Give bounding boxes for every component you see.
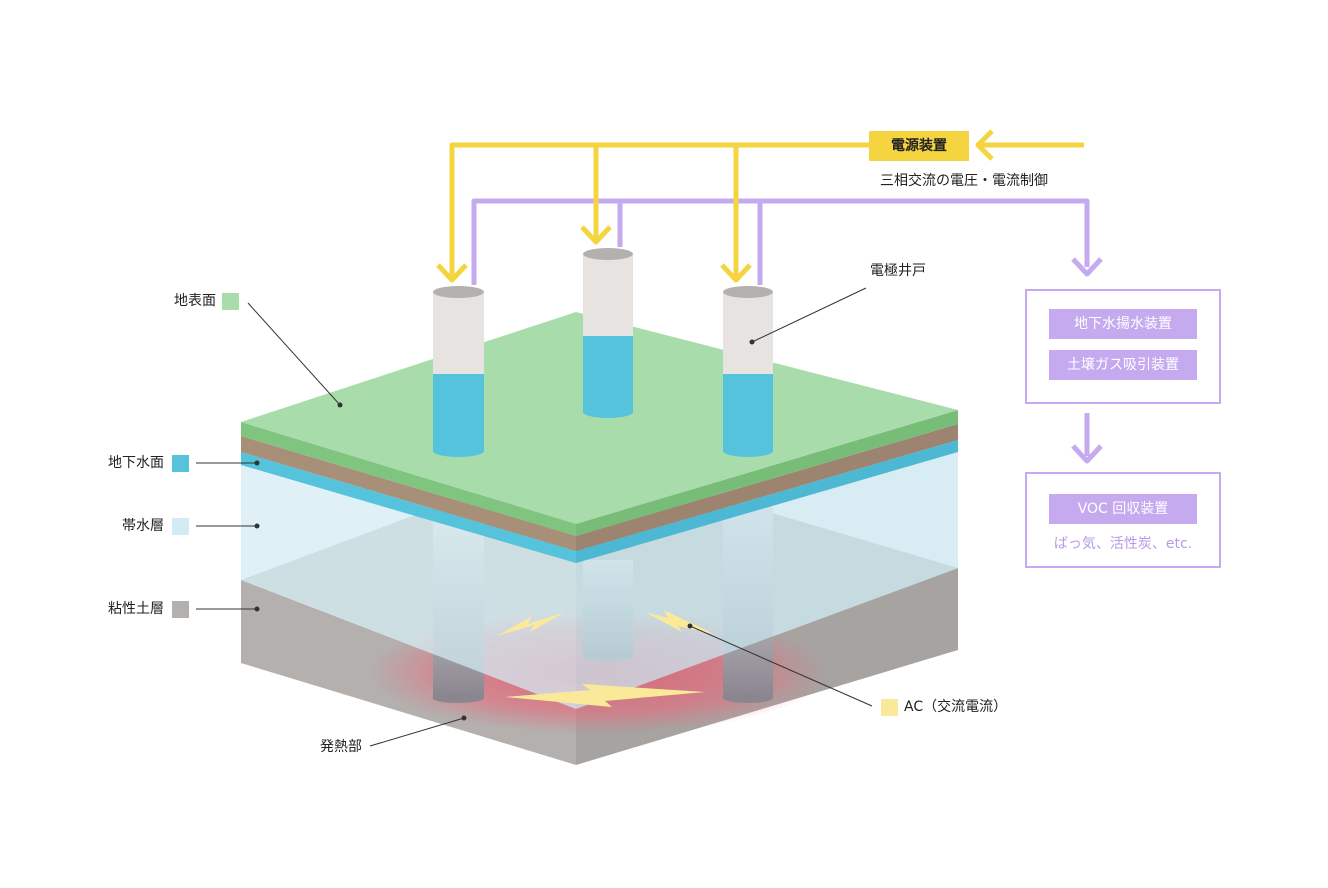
ac-bolt <box>497 612 565 636</box>
electrode-well-left <box>433 286 484 457</box>
aquifer-swatch <box>172 518 189 535</box>
groundwater-label: 地下水面 <box>108 455 164 471</box>
groundwater-swatch <box>172 455 189 472</box>
soil-left-face <box>241 436 576 551</box>
heating-zone-label: 発熱部 <box>320 739 362 755</box>
electrode-well-right <box>723 286 773 457</box>
leader-dots <box>254 339 755 721</box>
grass-right-face <box>576 410 958 536</box>
power-supply-box: 電源装置 <box>869 131 969 161</box>
ac-bolt <box>645 610 714 634</box>
groundwater-pumping-device: 地下水揚水装置 <box>1049 309 1197 339</box>
ac-swatch <box>881 699 898 716</box>
clay-swatch <box>172 601 189 618</box>
groundwater-left-face <box>241 452 576 563</box>
electrode-well-center <box>583 248 633 418</box>
soil-right-face <box>576 424 958 551</box>
ac-label: AC（交流電流） <box>904 699 1008 715</box>
soil-gas-suction-device: 土壌ガス吸引装置 <box>1049 350 1197 380</box>
extraction-lines <box>471 198 1103 464</box>
ground-surface-label: 地表面 <box>174 293 216 309</box>
extraction-panel: 地下水揚水装置 土壌ガス吸引装置 <box>1025 289 1221 404</box>
leader-lines <box>196 287 873 747</box>
electrode-well-label: 電極井戸 <box>870 263 926 279</box>
groundwater-right-face <box>576 440 958 563</box>
control-caption: 三相交流の電圧・電流制御 <box>880 173 1048 189</box>
ground-surface-swatch <box>222 293 239 310</box>
voc-treatment-methods: ばっ気、活性炭、etc. <box>1053 536 1193 552</box>
voc-recovery-device: VOC 回収装置 <box>1049 494 1197 524</box>
ac-current-bolts <box>497 610 714 707</box>
ground-surface-top <box>241 312 958 524</box>
ac-bolt <box>505 684 705 707</box>
aquifer-label: 帯水層 <box>122 518 164 534</box>
electrode-wells <box>433 248 773 457</box>
grass-left-face <box>241 422 576 536</box>
power-lines <box>436 129 1084 283</box>
aquifer-left-face <box>241 465 576 709</box>
aquifer-right-face <box>576 452 958 709</box>
clay-label: 粘性土層 <box>108 601 164 617</box>
voc-recovery-panel: VOC 回収装置 ばっ気、活性炭、etc. <box>1025 472 1221 568</box>
